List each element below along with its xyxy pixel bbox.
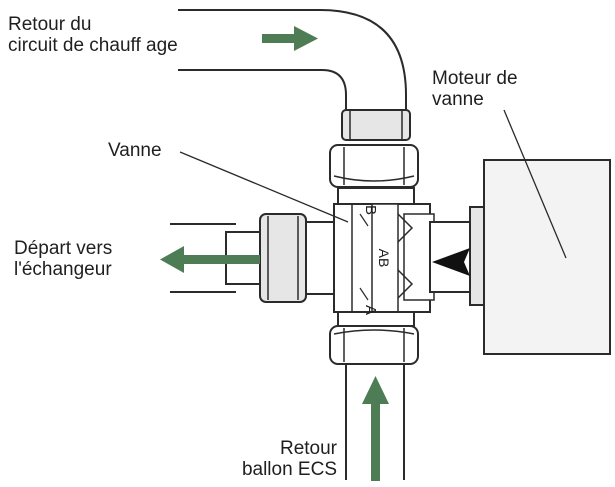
- arrow-up-icon: [362, 376, 389, 481]
- port-labels: B AB A: [362, 205, 392, 315]
- label-valve: Vanne: [108, 140, 162, 161]
- port-ab-label: AB: [376, 249, 392, 268]
- port-b-label: B: [362, 205, 379, 215]
- label-motor: Moteur de vanne: [432, 68, 518, 110]
- arrow-left-icon: [160, 246, 260, 273]
- label-departure: Départ vers l'échangeur: [14, 238, 113, 280]
- arrow-right-icon: [262, 26, 318, 51]
- top-nut: [329, 109, 419, 188]
- top-return-pipe: [178, 9, 407, 125]
- motor-actuator: [483, 159, 611, 355]
- port-a-label: A: [362, 305, 379, 315]
- arrowhead-left-icon: [432, 248, 470, 276]
- leader-motor: [503, 109, 567, 259]
- leader-valve: [179, 151, 349, 223]
- label-return-tank: Retour ballon ECS: [241, 438, 337, 480]
- bottom-inlet-pipe: [329, 325, 419, 480]
- leader-lines: [179, 109, 567, 259]
- valve-body: [333, 187, 435, 327]
- label-return-circuit: Retour du circuit de chauff age: [8, 14, 178, 56]
